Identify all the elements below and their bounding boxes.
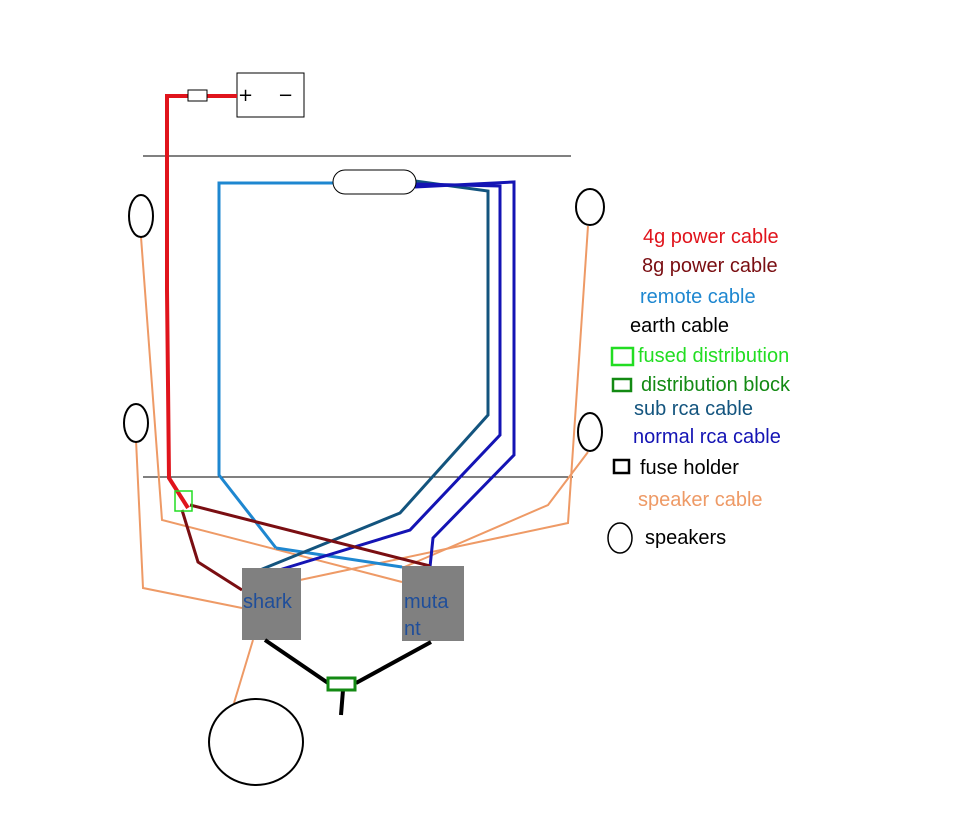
power-cables-8g — [180, 503, 431, 592]
remote-cables — [217, 181, 403, 569]
legend-distribution-block: distribution block — [641, 374, 791, 396]
legend-remote: remote cable — [640, 286, 756, 308]
normal-rca-cable-2 — [414, 180, 516, 568]
amp-shark: shark — [242, 568, 301, 640]
amp-mutant-label-line1: muta — [404, 591, 449, 613]
legend-fused-distribution: fused distribution — [638, 345, 789, 367]
amp-mutant: muta nt — [402, 566, 464, 641]
fuse-holder — [187, 89, 208, 102]
legend-earth: earth cable — [630, 315, 729, 337]
legend-speaker: speaker cable — [638, 489, 763, 511]
head-unit — [332, 169, 417, 195]
speaker-cable-sub — [233, 639, 254, 704]
speaker-cables — [135, 225, 589, 704]
remote-cable-shark — [217, 181, 333, 549]
speaker-cable-front-right — [299, 225, 589, 581]
distribution-block — [326, 676, 357, 692]
earth-cable-shark — [263, 638, 330, 685]
legend-fuse-holder-swatch — [612, 458, 631, 475]
amp-mutant-label-line2: nt — [404, 618, 421, 640]
legend-sub-rca: sub rca cable — [634, 398, 753, 420]
legend-normal-rca: normal rca cable — [633, 426, 781, 448]
power-cable-8g-mutant — [189, 503, 431, 568]
power-cable-8g-shark — [180, 509, 243, 592]
sub-rca-cable — [254, 179, 490, 574]
speaker-cable-front-left — [140, 236, 403, 583]
battery: + − — [236, 72, 305, 118]
amp-shark-label: shark — [243, 591, 293, 613]
battery-minus-label: − — [278, 85, 293, 106]
remote-cable-link — [275, 546, 403, 569]
power-cable-4g — [165, 94, 237, 510]
fused-distribution-block — [174, 490, 193, 512]
speaker-rear-left — [123, 403, 149, 443]
battery-plus-label: + — [238, 85, 253, 106]
normal-rca-cables — [265, 180, 516, 576]
speaker-front-left — [128, 194, 154, 238]
legend-fused-distribution-swatch — [610, 346, 635, 367]
legend-distribution-block-swatch — [611, 377, 633, 393]
speaker-subwoofer — [208, 698, 304, 786]
legend-power-4g: 4g power cable — [643, 226, 779, 248]
earth-cables — [263, 638, 432, 716]
speaker-rear-right — [577, 412, 603, 452]
earth-cable-chassis — [339, 689, 345, 716]
speaker-cable-rear-left — [135, 439, 243, 609]
normal-rca-cable-1 — [265, 182, 502, 576]
speakers — [123, 188, 605, 786]
legend-speakers-swatch — [607, 522, 633, 554]
legend: 4g power cable 8g power cable remote cab… — [607, 226, 791, 554]
legend-fuse-holder: fuse holder — [640, 457, 739, 479]
speaker-front-right — [575, 188, 605, 226]
legend-power-8g: 8g power cable — [642, 255, 778, 277]
legend-speakers: speakers — [645, 527, 726, 549]
earth-cable-mutant — [355, 640, 432, 685]
